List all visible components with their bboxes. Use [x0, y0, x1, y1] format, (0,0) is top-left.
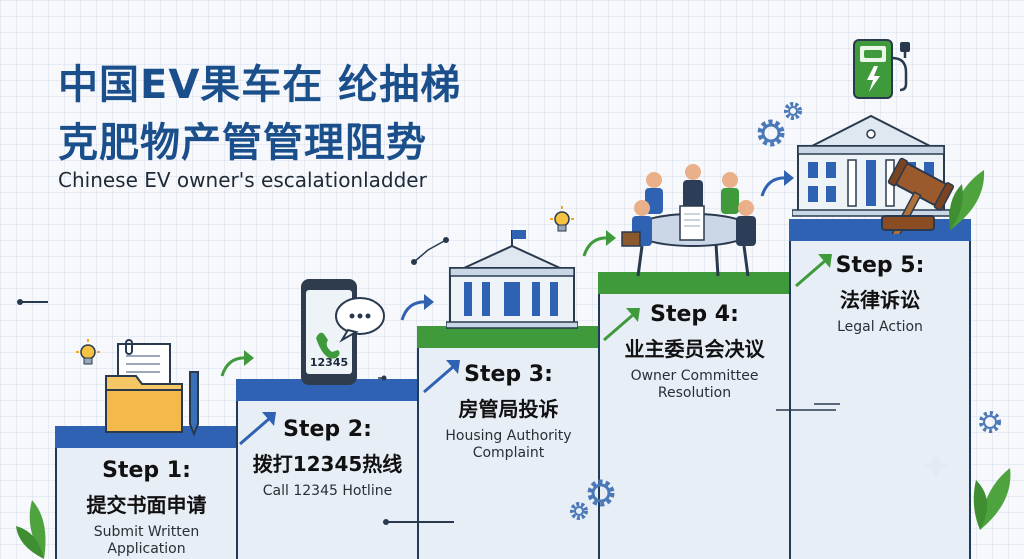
step-5-number: Step 5:	[835, 253, 925, 278]
step-2-number: Step 2:	[283, 417, 372, 442]
lightbulb-icon	[550, 206, 574, 232]
arrow-icon	[220, 350, 254, 377]
gavel-icon	[881, 157, 955, 234]
gear-icon	[757, 119, 785, 147]
arrow-icon	[582, 230, 616, 257]
step-1-title-cn: 提交书面申请	[86, 493, 207, 517]
page-subtitle: Chinese EV owner's escalationladder	[58, 168, 427, 192]
leaf-icon	[949, 170, 985, 230]
building-icon	[446, 230, 578, 329]
step-3-cap	[417, 326, 600, 348]
lightbulb-icon	[76, 339, 100, 365]
arrow-icon	[400, 294, 434, 321]
arrow-icon	[795, 254, 832, 288]
step-5-title-en: Legal Action	[837, 319, 923, 335]
folder-icon	[105, 339, 199, 437]
leaf-icon	[973, 468, 1011, 530]
step-2-title-en: Call 12345 Hotline	[262, 483, 393, 499]
page-title-line-1: 中国EV果车在 纶抽梯	[58, 62, 462, 108]
step-3-number: Step 3:	[464, 362, 553, 387]
arrow-icon	[423, 360, 460, 394]
step-2-block: Step 2: 拨打12345热线 Call 12345 Hotline	[236, 379, 419, 559]
step-4-block: Step 4: 业主委员会决议 Owner Committee Resoluti…	[598, 272, 791, 559]
step-3-title-en: Housing Authority Complaint	[445, 428, 572, 461]
arrow-icon	[760, 170, 794, 197]
step-4-title-cn: 业主委员会决议	[624, 337, 765, 361]
step-4-cap	[598, 272, 791, 294]
gear-icon	[979, 411, 1001, 433]
gear-icon	[570, 502, 588, 520]
step-2-cap	[236, 379, 419, 401]
step-5-title-cn: 法律诉讼	[840, 288, 920, 312]
step-3-block: Step 3: 房管局投诉 Housing Authority Complain…	[417, 326, 600, 559]
step-3-title-cn: 房管局投诉	[458, 397, 559, 421]
step-5-block: Step 5: 法律诉讼 Legal Action	[789, 219, 971, 559]
step-1-number: Step 1:	[102, 458, 191, 483]
gear-icon	[587, 479, 615, 507]
step-1-title-en: Submit Written Application	[93, 524, 200, 557]
arrow-icon	[239, 412, 276, 446]
step-4-number: Step 4:	[650, 302, 739, 327]
step-4-title-en: Owner Committee Resolution	[630, 368, 759, 401]
leaf-icon	[16, 500, 46, 559]
phone-number-text: 12345	[310, 356, 348, 369]
arrow-icon	[603, 308, 640, 342]
step-2-title-cn: 拨打12345热线	[252, 452, 403, 476]
meeting-icon	[621, 164, 756, 277]
ev-charger-icon	[853, 39, 910, 99]
page-title-line-2: 克肥物产管管理阻势	[58, 120, 427, 166]
phone-icon: 12345	[301, 279, 385, 385]
gear-icon	[784, 102, 802, 120]
